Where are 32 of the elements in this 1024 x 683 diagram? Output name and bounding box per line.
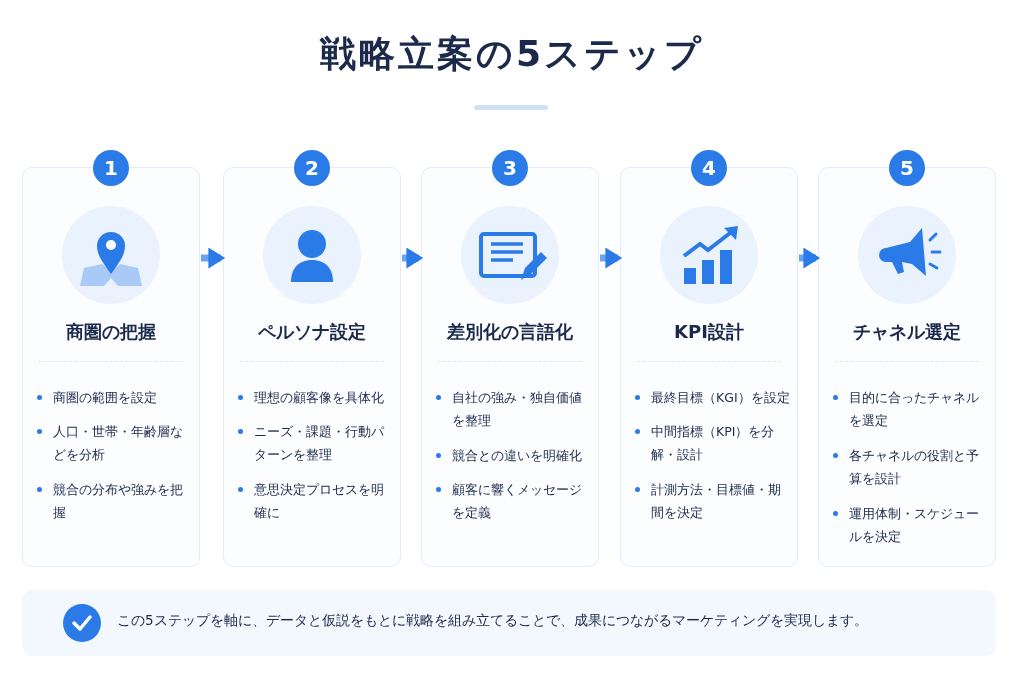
summary-text: この5ステップを軸に、データと仮説をもとに戦略を組み立てることで、成果につながるマーケティングを実現します。	[117, 612, 868, 630]
step-heading: 差別化の言語化	[446, 320, 574, 344]
step-number: 4	[691, 150, 727, 186]
step-number: 2	[294, 150, 330, 186]
bullet-item: 計測方法・目標値・期間を決定	[635, 478, 793, 524]
step-number: 1	[93, 150, 129, 186]
bullet-item: 目的に合ったチャネルを選定	[833, 386, 991, 432]
step-heading: ペルソナ設定	[257, 320, 367, 344]
bullet-item: 各チャネルの役割と予算を設計	[833, 444, 991, 490]
summary-panel	[22, 590, 996, 656]
flow-arrow	[600, 247, 623, 269]
bullet-item: 中間指標（KPI）を分解・設計	[635, 420, 793, 466]
flow-arrow	[799, 247, 821, 269]
flow-arrow	[402, 247, 424, 269]
bullet-item: 最終目標（KGI）を設定	[635, 386, 793, 409]
step-heading: 商圏の把握	[65, 320, 157, 344]
bullet-item: 自社の強み・独自価値を整理	[436, 386, 594, 432]
bullet-item: 競合との違いを明確化	[436, 444, 594, 467]
flow-arrow	[201, 247, 226, 269]
step-heading: チャネル選定	[852, 320, 962, 344]
bullet-item: 人口・世帯・年齢層などを分析	[37, 420, 195, 466]
bullet-item: 顧客に響くメッセージを定義	[436, 478, 594, 524]
bullet-item: 意思決定プロセスを明確に	[238, 478, 396, 524]
step-number: 3	[492, 150, 528, 186]
bullet-item: 運用体制・スケジュールを決定	[833, 502, 991, 548]
bullet-item: 理想の顧客像を具体化	[238, 386, 396, 409]
step-number: 5	[889, 150, 925, 186]
bullet-item: ニーズ・課題・行動パターンを整理	[238, 420, 396, 466]
bullet-item: 商圏の範囲を設定	[37, 386, 195, 409]
step-heading: KPI設計	[673, 320, 745, 344]
bullet-item: 競合の分布や強みを把握	[37, 478, 195, 524]
title: 戦略立案の5ステップ	[318, 32, 706, 76]
